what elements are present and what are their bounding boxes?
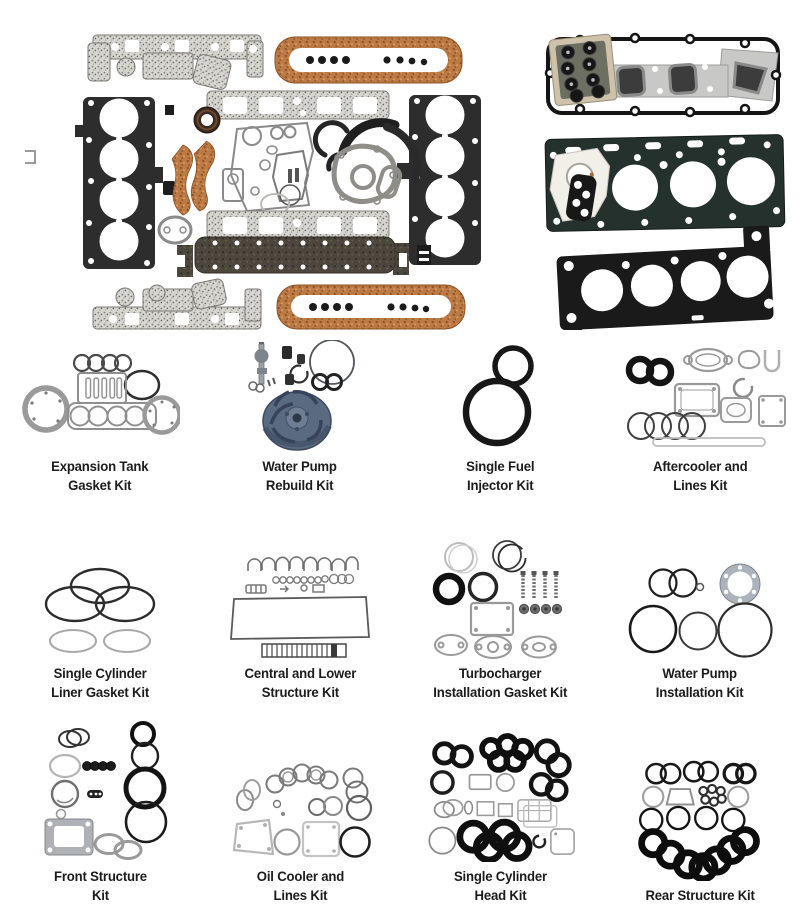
kit-label-line: Rear Structure Kit xyxy=(645,886,755,903)
turbocharger-installation-gasket-kit-image xyxy=(432,540,563,660)
cork-valve-cover-gasket-bottom xyxy=(276,284,466,330)
aftercooler-and-lines-kit-image xyxy=(625,347,786,447)
intake-gasket-strip-lower xyxy=(206,210,390,240)
kit-row-3: Front Structure Kit xyxy=(0,710,800,910)
single-cylinder-liner-gasket-kit-image xyxy=(44,567,156,654)
kit-label-line: Kit xyxy=(91,886,109,903)
kit-card-rear-structure-kit[interactable]: Rear Structure Kit xyxy=(600,710,800,910)
water-pump-rebuild-kit-image xyxy=(248,340,355,451)
oil-cooler-and-lines-kit-image xyxy=(232,763,373,858)
kit-card-central-and-lower-structure-kit[interactable]: Central and Lower Structure Kit xyxy=(200,513,400,707)
kit-card-turbocharger-installation-gasket-kit[interactable]: Turbocharger Installation Gasket Kit xyxy=(400,513,600,707)
kit-label: Expansion Tank Gasket Kit xyxy=(51,457,149,494)
kit-card-water-pump-rebuild-kit[interactable]: Water Pump Rebuild Kit xyxy=(200,340,400,500)
kit-label: Central and Lower Structure Kit xyxy=(244,664,356,701)
kit-label-line: Front Structure xyxy=(53,868,147,885)
kit-label-line: Oil Cooler and xyxy=(256,868,344,885)
rear-structure-kit-image xyxy=(638,760,760,881)
kit-label: Rear Structure Kit xyxy=(645,886,754,904)
kit-card-single-cylinder-liner-gasket-kit[interactable]: Single Cylinder Liner Gasket Kit xyxy=(0,513,200,707)
kit-label-line: Installation Gasket Kit xyxy=(433,683,567,700)
kit-card-aftercooler-and-lines-kit[interactable]: Aftercooler and Lines Kit xyxy=(600,340,800,500)
kit-label-line: Water Pump xyxy=(262,458,338,475)
kit-label-line: Expansion Tank xyxy=(51,458,149,475)
kit-card-expansion-tank-gasket-kit[interactable]: Expansion Tank Gasket Kit xyxy=(0,340,200,500)
kit-label-line: Lines Kit xyxy=(273,886,327,903)
kit-label-line: Head Kit xyxy=(474,886,526,903)
kit-card-water-pump-installation-kit[interactable]: Water Pump Installation Kit xyxy=(600,513,800,707)
kit-label-line: Lines Kit xyxy=(673,476,727,493)
kit-label: Single Fuel Injector Kit xyxy=(466,457,534,494)
kit-label: Water Pump Installation Kit xyxy=(656,664,744,701)
intake-manifold-gasket-set-lower xyxy=(92,278,262,330)
kit-label: Turbocharger Installation Gasket Kit xyxy=(433,664,567,701)
head-gasket-left xyxy=(75,97,163,269)
central-and-lower-structure-kit-image xyxy=(229,556,370,658)
impeller xyxy=(262,390,332,451)
kit-label-line: Injector Kit xyxy=(466,476,534,493)
kit-label-line: Liner Gasket Kit xyxy=(51,683,149,700)
kit-label-line: Single Fuel xyxy=(465,458,535,475)
rocker-grommet-plate xyxy=(548,33,618,107)
full-gasket-set-image xyxy=(25,34,481,330)
kit-label: Single Cylinder Head Kit xyxy=(453,867,546,904)
kit-label-line: Rebuild Kit xyxy=(266,476,334,493)
kit-label-line: Installation Kit xyxy=(656,683,744,700)
single-cylinder-head-kit-image xyxy=(427,733,575,863)
kit-label-line: Turbocharger xyxy=(458,665,542,682)
head-gasket-black xyxy=(556,225,775,337)
kit-label: Single Cylinder Liner Gasket Kit xyxy=(51,664,149,701)
crankshaft-seals-black xyxy=(312,118,421,183)
kit-row-1: Expansion Tank Gasket Kit xyxy=(0,340,800,500)
kit-label: Aftercooler and Lines Kit xyxy=(652,457,748,494)
kit-label-line: Central and Lower xyxy=(244,665,356,682)
kit-label-line: Aftercooler and xyxy=(652,458,748,475)
kit-label-line: Single Cylinder xyxy=(453,868,547,885)
oil-pan-gasket xyxy=(175,236,431,277)
water-pump-installation-kit-image xyxy=(628,563,773,658)
head-gasket-set-image xyxy=(544,32,786,337)
head-gasket-dark-teal xyxy=(544,134,786,232)
kit-label-line: Water Pump xyxy=(662,665,738,682)
head-gasket-right xyxy=(397,95,481,265)
kit-label: Water Pump Rebuild Kit xyxy=(262,457,338,494)
kit-row-2: Single Cylinder Liner Gasket Kit xyxy=(0,513,800,707)
intake-gasket-strip-upper xyxy=(206,90,390,120)
water-pump-gasket xyxy=(331,143,403,205)
kit-label: Oil Cooler and Lines Kit xyxy=(256,867,344,904)
kit-label-line: Gasket Kit xyxy=(68,476,132,493)
single-fuel-injector-kit-image xyxy=(462,345,534,447)
head-gasket-set-photo xyxy=(540,25,795,337)
kit-label: Front Structure Kit xyxy=(54,867,147,904)
kit-label-line: Single Cylinder xyxy=(53,665,147,682)
expansion-tank-gasket-kit-image xyxy=(22,353,180,435)
kit-card-oil-cooler-and-lines-kit[interactable]: Oil Cooler and Lines Kit xyxy=(200,710,400,910)
kit-card-front-structure-kit[interactable]: Front Structure Kit xyxy=(0,710,200,910)
kit-card-single-fuel-injector-kit[interactable]: Single Fuel Injector Kit xyxy=(400,340,600,500)
front-structure-kit-image xyxy=(44,721,168,861)
kit-label-line: Structure Kit xyxy=(261,683,339,700)
intake-manifold-gasket-set-upper xyxy=(87,34,264,90)
full-gasket-set-photo xyxy=(25,5,505,340)
kit-card-single-cylinder-head-kit[interactable]: Single Cylinder Head Kit xyxy=(400,710,600,910)
cork-valve-cover-gasket-top xyxy=(274,36,463,84)
